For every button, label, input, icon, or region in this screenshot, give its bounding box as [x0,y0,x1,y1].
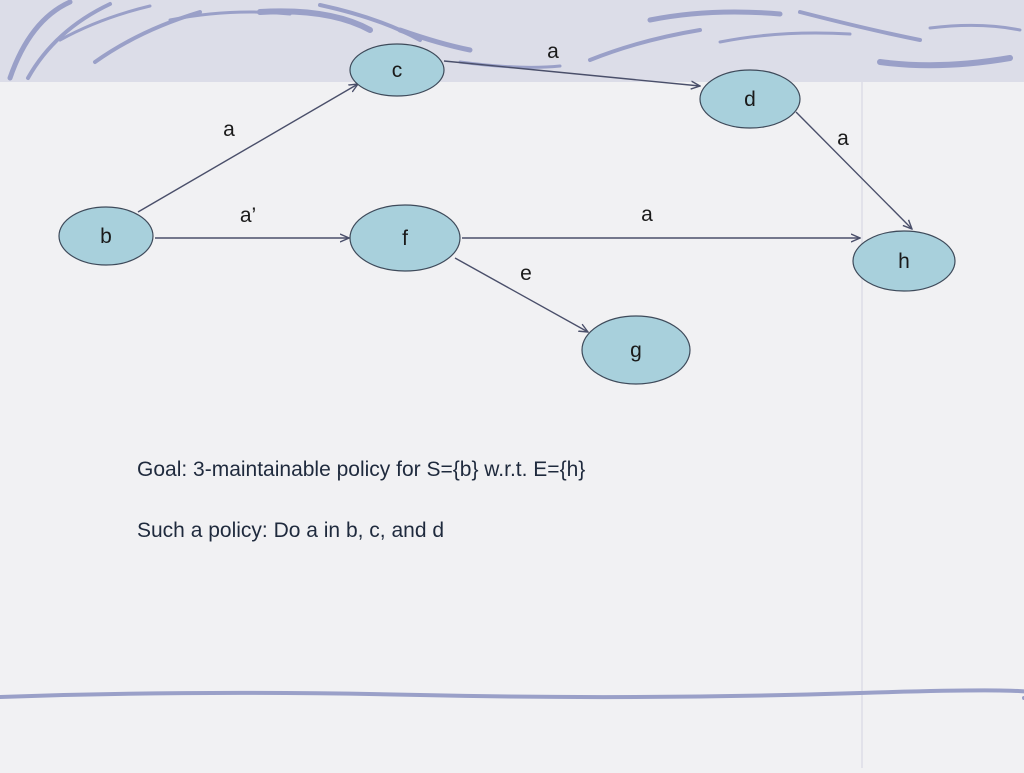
edge-label-b-c: a [223,118,235,141]
node-f: f [349,204,461,272]
edge-f-g [454,257,588,332]
node-h: h [852,230,956,292]
edge-d-h [795,111,912,229]
node-label-g: g [630,339,642,362]
node-b: b [58,206,154,266]
node-label-h: h [898,250,910,273]
edge-label-f-g: e [520,262,532,285]
node-shape-h [852,230,956,292]
nodes: b c d f g h [58,43,956,385]
edge-label-b-f: a’ [240,204,256,227]
edge-label-d-h: a [837,127,849,150]
node-shape-d [699,69,801,129]
node-shape-f [349,204,461,272]
node-c: c [349,43,445,97]
policy-text: Such a policy: Do a in b, c, and d [137,519,445,542]
node-g: g [581,315,691,385]
node-label-c: c [392,59,403,82]
footer-brush-stroke [0,688,1024,700]
edge-label-c-d: a [547,40,559,63]
goal-text: Goal: 3-maintainable policy for S={b} w.… [137,458,586,481]
node-label-d: d [744,88,756,111]
node-label-b: b [100,225,112,248]
node-shape-g [581,315,691,385]
edge-b-c [137,84,358,213]
edge-c-d [443,60,700,86]
header-decoration [0,0,1024,82]
node-shape-b [58,206,154,266]
edge-label-f-h: a [641,203,653,226]
node-d: d [699,69,801,129]
edges: a a’ a a a e [137,40,912,332]
node-label-f: f [402,227,408,250]
node-shape-c [349,43,445,97]
